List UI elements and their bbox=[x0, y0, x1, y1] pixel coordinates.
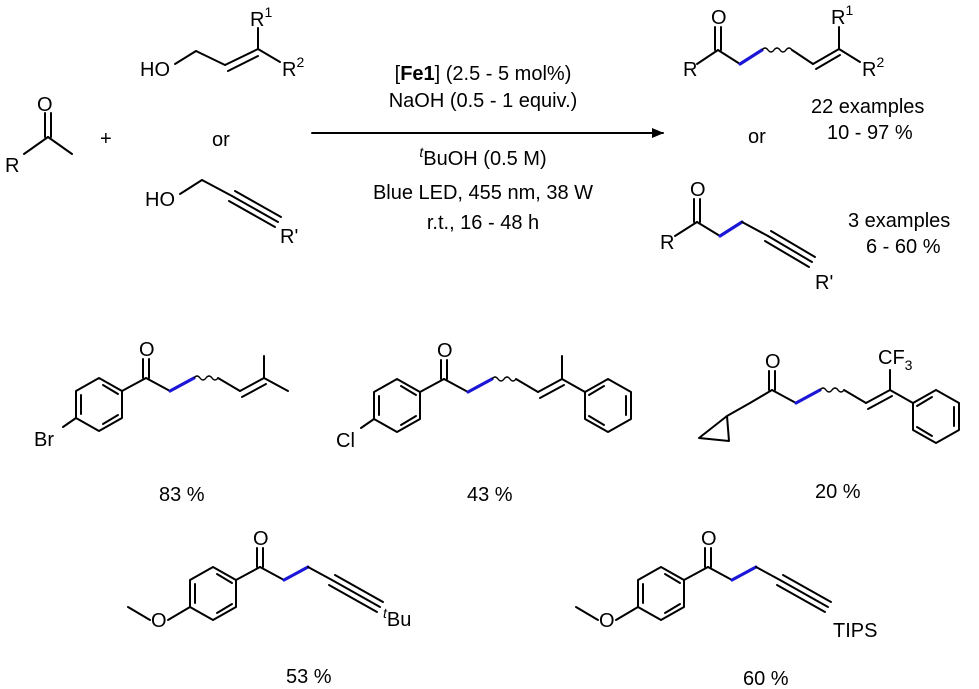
alkene-examples-count: 22 examples bbox=[811, 96, 924, 118]
alkyne-product-r-prime-label: R' bbox=[815, 272, 833, 294]
ex3-oxygen-label: O bbox=[765, 351, 781, 373]
allylic-alcohol-reactant: HO R1 R2 bbox=[140, 4, 304, 81]
product-or-label: or bbox=[748, 126, 766, 148]
tbu-group-label: tBu bbox=[383, 605, 411, 631]
chloro-substituent: Cl bbox=[336, 430, 355, 452]
ex2-yield: 43 % bbox=[467, 484, 513, 506]
time-conditions: r.t., 16 - 48 h bbox=[427, 212, 539, 234]
alkyne-yield-range: 6 - 60 % bbox=[866, 236, 941, 258]
example-tips-alkyne-product: O O TIPS bbox=[575, 528, 877, 642]
alkene-product: R O R1 R2 bbox=[683, 2, 884, 81]
reaction-conditions: [Fe1] (2.5 - 5 mol%) NaOH (0.5 - 1 equiv… bbox=[373, 63, 593, 234]
solvent-conditions: tBuOH (0.5 M) bbox=[419, 144, 546, 170]
alkene-yield-range: 10 - 97 % bbox=[827, 122, 913, 144]
allylic-ho-label: HO bbox=[140, 59, 170, 81]
example-bromo-product: Br O bbox=[34, 339, 289, 451]
tips-group-label: TIPS bbox=[833, 620, 877, 642]
alkene-product-oxygen-label: O bbox=[711, 7, 727, 29]
light-conditions: Blue LED, 455 nm, 38 W bbox=[373, 182, 593, 204]
alkene-product-r1-label: R1 bbox=[831, 2, 853, 29]
ex4-yield: 53 % bbox=[286, 666, 332, 688]
ex5-oxygen-label: O bbox=[701, 528, 717, 550]
ex4-methoxy-oxygen: O bbox=[151, 610, 167, 632]
ex4-oxygen-label: O bbox=[253, 528, 269, 550]
propargylic-r-prime-label: R' bbox=[280, 226, 298, 248]
ex5-yield: 60 % bbox=[743, 668, 789, 689]
ketone-reactant: O R bbox=[5, 94, 73, 177]
alkene-product-r2-label: R2 bbox=[862, 54, 884, 81]
propargylic-ho-label: HO bbox=[145, 189, 175, 211]
example-chloro-product: Cl O bbox=[336, 340, 632, 452]
ex5-methoxy-oxygen: O bbox=[599, 610, 615, 632]
alkyne-examples-count: 3 examples bbox=[848, 210, 950, 232]
ex2-oxygen-label: O bbox=[437, 340, 453, 362]
cf3-group-label: CF3 bbox=[878, 347, 913, 373]
alkyne-product-oxygen-label: O bbox=[690, 179, 706, 201]
bromo-substituent: Br bbox=[34, 429, 54, 451]
reactant-or-label: or bbox=[212, 129, 230, 151]
example-tbu-alkyne-product: O O tBu bbox=[127, 528, 411, 632]
allylic-r1-label: R1 bbox=[250, 4, 272, 31]
example-cf3-product: O CF3 bbox=[698, 347, 960, 444]
alkene-product-r-label: R bbox=[683, 59, 697, 81]
ex1-oxygen-label: O bbox=[139, 339, 155, 361]
ketone-oxygen-label: O bbox=[37, 94, 53, 116]
plus-sign: + bbox=[100, 128, 112, 150]
propargylic-alcohol-reactant: HO R' bbox=[145, 179, 298, 248]
base-conditions: NaOH (0.5 - 1 equiv.) bbox=[389, 90, 578, 112]
ex1-yield: 83 % bbox=[159, 484, 205, 506]
alkyne-product-r-label: R bbox=[660, 232, 674, 254]
catalyst-loading: [Fe1] (2.5 - 5 mol%) bbox=[395, 63, 572, 85]
alkyne-product: R O R' bbox=[660, 179, 833, 294]
allylic-r2-label: R2 bbox=[282, 54, 304, 81]
ex3-yield: 20 % bbox=[815, 481, 861, 503]
ketone-r-label: R bbox=[5, 155, 19, 177]
